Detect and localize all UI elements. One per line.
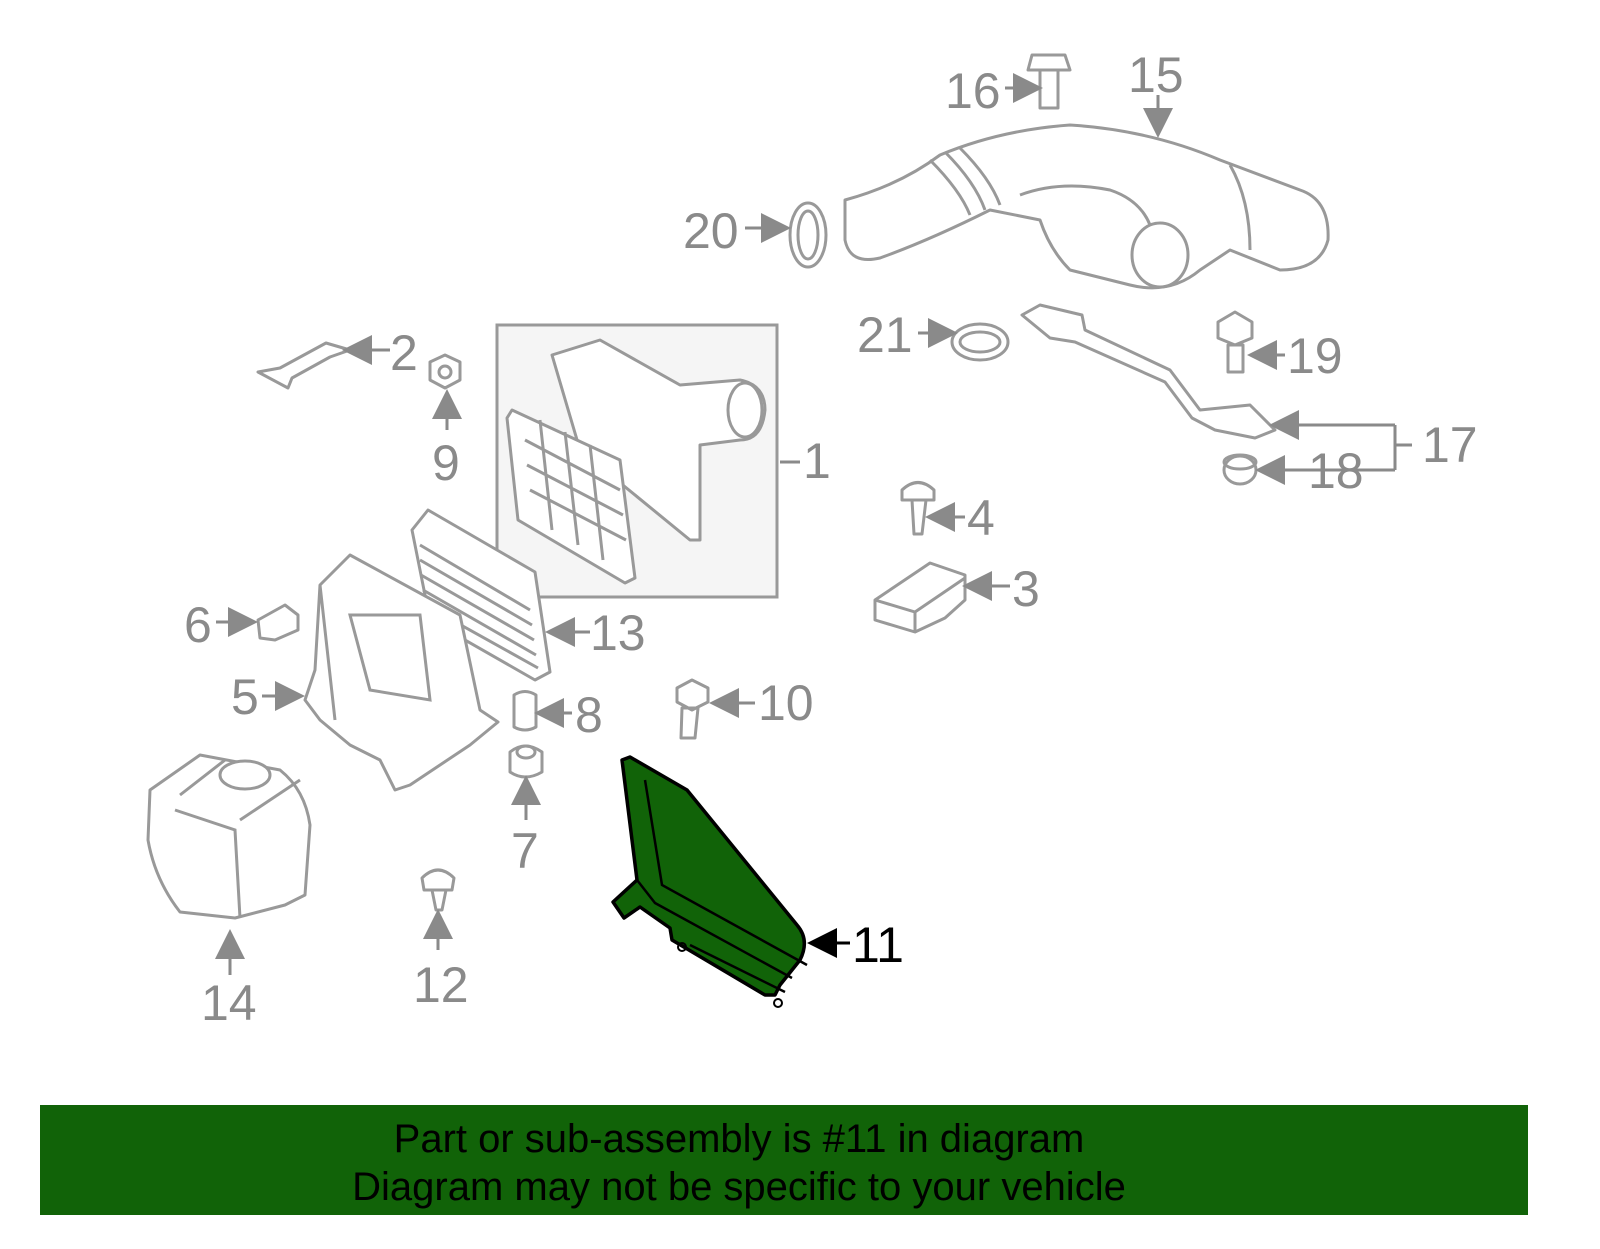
callout-10: 10 <box>758 675 814 731</box>
banner-line-1: Part or sub-assembly is #11 in diagram <box>393 1117 1085 1161</box>
part-8-sleeve[interactable] <box>512 690 538 732</box>
callout-21: 21 <box>857 307 913 363</box>
callout-8: 8 <box>575 687 603 743</box>
callout-19: 19 <box>1287 328 1343 384</box>
part-20-clamp[interactable] <box>788 201 828 269</box>
callout-1: 1 <box>803 433 831 489</box>
callout-9: 9 <box>432 435 460 491</box>
part-5-lower-housing[interactable] <box>303 553 500 792</box>
part-6-valve[interactable] <box>256 603 300 642</box>
part-12-clip[interactable] <box>420 868 456 912</box>
callout-5: 5 <box>231 669 259 725</box>
part-10-bolt[interactable] <box>675 678 710 740</box>
callout-20: 20 <box>683 203 739 259</box>
part-19-bolt[interactable] <box>1216 310 1254 374</box>
info-banner: Part or sub-assembly is #11 in diagram D… <box>40 1105 1528 1215</box>
callout-13: 13 <box>590 605 646 661</box>
callout-14: 14 <box>201 975 257 1031</box>
callout-6: 6 <box>184 597 212 653</box>
callout-17: 17 <box>1422 417 1478 473</box>
callout-4: 4 <box>967 490 995 546</box>
leader-lines <box>215 73 1412 975</box>
part-18-grommet[interactable] <box>1222 453 1258 486</box>
part-7-cushion[interactable] <box>508 744 544 779</box>
part-1-air-cleaner-assembly[interactable] <box>495 323 779 599</box>
part-14-resonator[interactable] <box>146 753 312 920</box>
part-21-clamp[interactable] <box>950 322 1010 362</box>
callout-16: 16 <box>945 63 1001 119</box>
part-3-block[interactable] <box>873 561 967 634</box>
part-16-bolt[interactable] <box>1026 53 1072 110</box>
part-9-nut[interactable] <box>428 353 462 390</box>
part-15-intake-duct[interactable] <box>843 123 1330 290</box>
callout-11: 11 <box>852 917 904 973</box>
banner-line-2: Diagram may not be specific to your vehi… <box>352 1165 1126 1209</box>
callout-7: 7 <box>511 823 539 879</box>
part-11-highlighted-duct[interactable] <box>611 755 808 1008</box>
callout-18: 18 <box>1308 443 1364 499</box>
callout-2: 2 <box>390 325 418 381</box>
part-2-bracket[interactable] <box>256 341 352 390</box>
callout-15: 15 <box>1128 47 1184 103</box>
part-4-clip[interactable] <box>900 481 936 536</box>
callout-3: 3 <box>1012 561 1040 617</box>
callout-12: 12 <box>413 957 469 1013</box>
